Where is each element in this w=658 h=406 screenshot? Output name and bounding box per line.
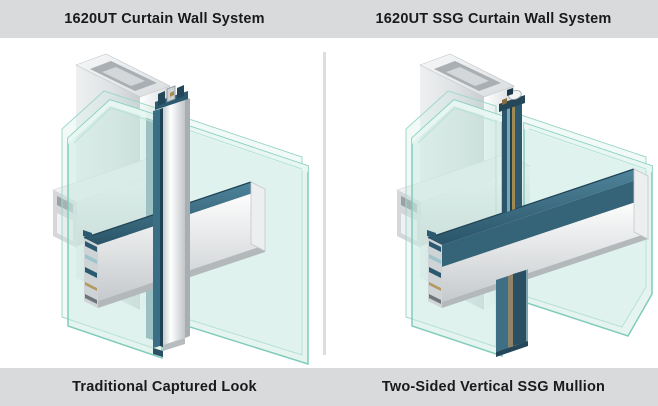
- ssg-vertical-mullion-lower: [496, 269, 528, 357]
- right-panel-caption: Two-Sided Vertical SSG Mullion: [381, 379, 606, 395]
- title-right-wrap: 1620UT SSG Curtain Wall System: [329, 11, 658, 27]
- ssg-system-illustration: [396, 53, 653, 358]
- transom: [427, 168, 649, 308]
- ssg-vertical-mullion-upper: [499, 88, 525, 214]
- left-panel-caption: Traditional Captured Look: [72, 379, 257, 395]
- title-band: 1620UT Curtain Wall System 1620UT SSG Cu…: [0, 0, 658, 38]
- panel-divider: [323, 52, 326, 355]
- caption-right-wrap: Two-Sided Vertical SSG Mullion: [329, 379, 658, 395]
- captured-system-illustration: [52, 53, 309, 366]
- caption-left-wrap: Traditional Captured Look: [0, 379, 329, 395]
- caption-band: Traditional Captured Look Two-Sided Vert…: [0, 368, 658, 406]
- left-panel-title: 1620UT Curtain Wall System: [64, 11, 265, 27]
- title-left-wrap: 1620UT Curtain Wall System: [0, 11, 329, 27]
- right-panel-title: 1620UT SSG Curtain Wall System: [375, 11, 612, 27]
- pressure-cap: [153, 85, 190, 357]
